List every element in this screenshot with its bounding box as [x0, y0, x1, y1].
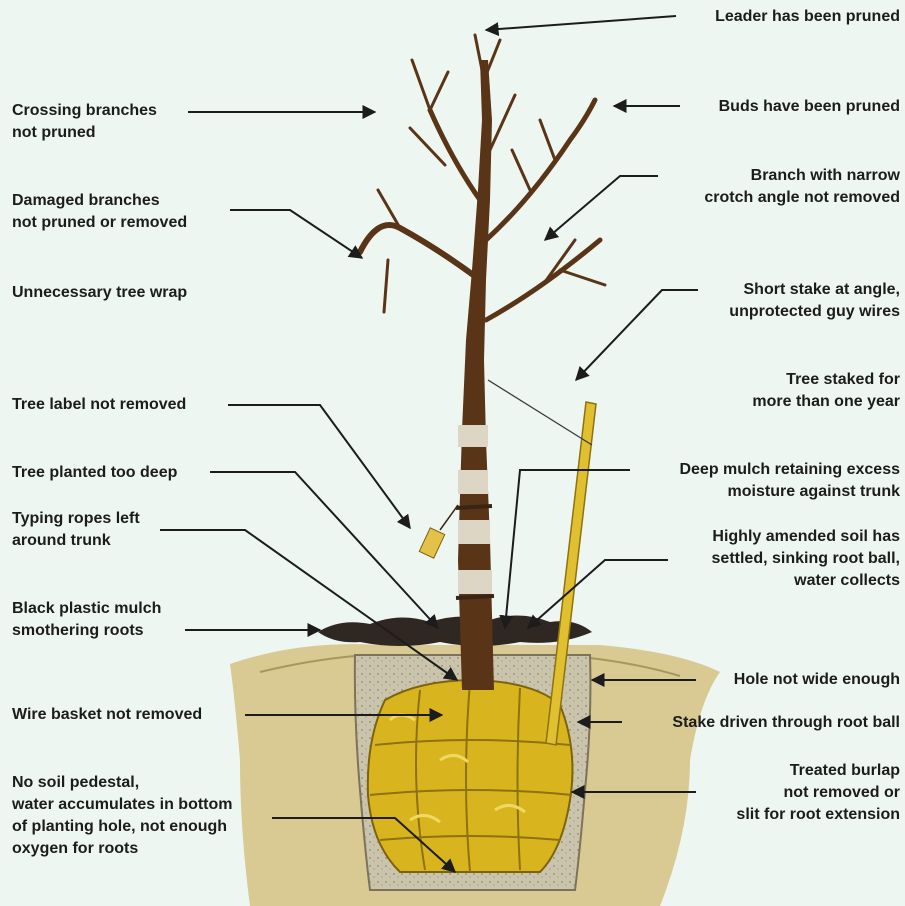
- pointer-short-stake: [576, 290, 698, 380]
- pointer-tree-label: [228, 405, 410, 528]
- root-ball: [368, 680, 573, 872]
- label-short-stake: Short stake at angle, unprotected guy wi…: [729, 279, 900, 323]
- label-plastic-mulch: Black plastic mulch smothering roots: [12, 598, 161, 642]
- pointer-narrow-crotch: [545, 176, 658, 240]
- label-amended-soil: Highly amended soil has settled, sinking…: [712, 526, 900, 592]
- label-crossing-branches: Crossing branches not pruned: [12, 100, 157, 144]
- pointer-damaged: [230, 210, 362, 258]
- tree-label-tag: [419, 505, 458, 558]
- label-narrow-crotch: Branch with narrow crotch angle not remo…: [704, 165, 900, 209]
- label-typing-ropes: Typing ropes left around trunk: [12, 508, 140, 552]
- pointer-leader: [486, 16, 676, 30]
- label-hole-narrow: Hole not wide enough: [734, 669, 900, 691]
- pointer-amended-soil: [528, 560, 668, 628]
- label-deep-mulch: Deep mulch retaining excess moisture aga…: [679, 459, 900, 503]
- label-wire-basket: Wire basket not removed: [12, 704, 202, 726]
- trunk: [456, 60, 494, 690]
- label-planted-deep: Tree planted too deep: [12, 462, 177, 484]
- label-buds-pruned: Buds have been pruned: [719, 96, 900, 118]
- mulch-layer: [318, 615, 592, 646]
- label-soil-pedestal: No soil pedestal, water accumulates in b…: [12, 772, 233, 860]
- label-tree-wrap: Unnecessary tree wrap: [12, 282, 187, 304]
- label-damaged-branches: Damaged branches not pruned or removed: [12, 190, 187, 234]
- pointer-planted-deep: [210, 472, 438, 628]
- label-treated-burlap: Treated burlap not removed or slit for r…: [736, 760, 900, 826]
- label-leader-pruned: Leader has been pruned: [715, 6, 900, 28]
- label-stake-through: Stake driven through root ball: [672, 712, 900, 734]
- label-staked-long: Tree staked for more than one year: [752, 369, 900, 413]
- label-tree-label: Tree label not removed: [12, 394, 186, 416]
